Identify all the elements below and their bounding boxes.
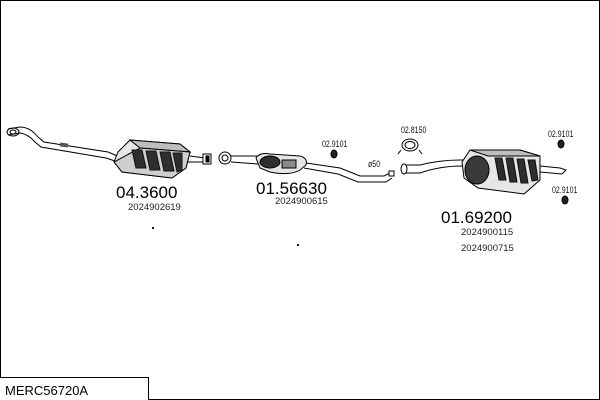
hanger-label-rear-top: 02.9101 xyxy=(548,129,574,139)
middle-silencer-icon xyxy=(255,153,393,183)
oem-number-catalytic-converter: 2024902619 xyxy=(128,202,181,213)
intermediate-pipe xyxy=(218,151,260,165)
model-code: MERC56720A xyxy=(5,383,89,398)
oem-number-middle-silencer: 2024900615 xyxy=(275,196,328,207)
part-number-middle-silencer: 01.56630 xyxy=(256,179,327,198)
rear-silencer-icon xyxy=(461,149,567,195)
hanger-label-rear-bottom: 02.9101 xyxy=(552,185,578,195)
hanger-label-middle: 02.9101 xyxy=(322,139,348,149)
clamp-label: 02.8150 xyxy=(401,125,427,135)
part-number-catalytic-converter: 04.3600 xyxy=(116,183,178,202)
rubber-hanger-icon xyxy=(330,139,569,205)
part-number-rear-silencer: 01.69200 xyxy=(441,208,512,227)
oem-number-rear-silencer-1: 2024900115 xyxy=(461,227,514,238)
oem-number-rear-silencer-2: 2024900715 xyxy=(461,243,514,254)
front-pipe xyxy=(7,126,121,163)
pipe-diameter-label: ø50 xyxy=(368,159,381,169)
catalytic-converter-icon xyxy=(113,139,212,179)
pipe-clamp-icon xyxy=(397,138,423,155)
model-code-box: MERC56720A xyxy=(0,377,149,400)
rear-connecting-pipe xyxy=(388,159,470,177)
